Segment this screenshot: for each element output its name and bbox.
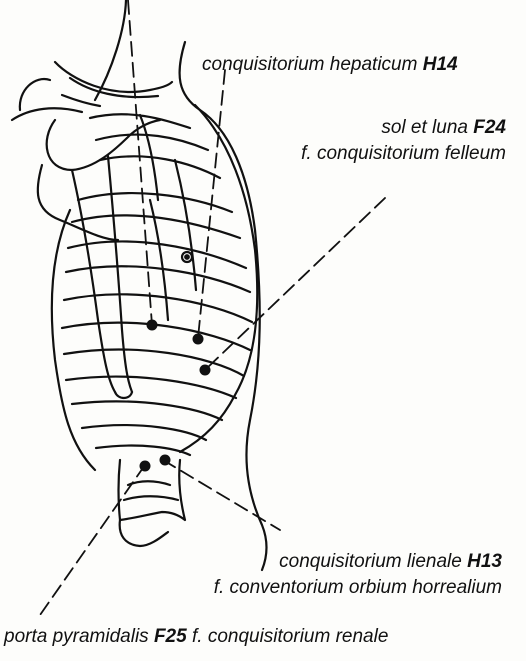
point-2 [193,334,204,345]
point-4 [140,461,151,472]
label-sol-luna-name: sol et luna [381,117,468,138]
label-hepaticum-name: conquisitorium hepaticum [202,54,417,75]
label-renale-alt: f. conquisitorium renale [192,626,388,647]
point-1 [147,320,158,331]
leader-line-1 [128,0,152,325]
point-5 [160,455,171,466]
label-renale: porta pyramidalis F25 f. conquisitorium … [4,626,388,648]
leader-line-5 [40,465,145,615]
ribcage-right-edge [180,105,257,452]
label-hepaticum-code: H14 [423,54,458,75]
label-lienale: conquisitorium lienale H13 [279,551,502,573]
label-lienale-alt: f. conventorium orbium horrealium [214,577,502,599]
body-outline [180,42,267,570]
point-3 [200,365,211,376]
label-renale-name: porta pyramidalis [4,626,149,647]
label-lienale-code: H13 [467,551,502,572]
label-sol-luna-alt: f. conquisitorium felleum [301,143,506,165]
humerus [47,120,160,170]
label-sol-luna-code: F24 [473,117,506,138]
label-hepaticum: conquisitorium hepaticum H14 [202,54,458,76]
label-lienale-name: conquisitorium lienale [279,551,462,572]
clavicle [55,62,172,92]
label-sol-luna: sol et luna F24 [381,117,506,139]
label-renale-code: F25 [154,626,187,647]
neck-line [95,0,126,100]
